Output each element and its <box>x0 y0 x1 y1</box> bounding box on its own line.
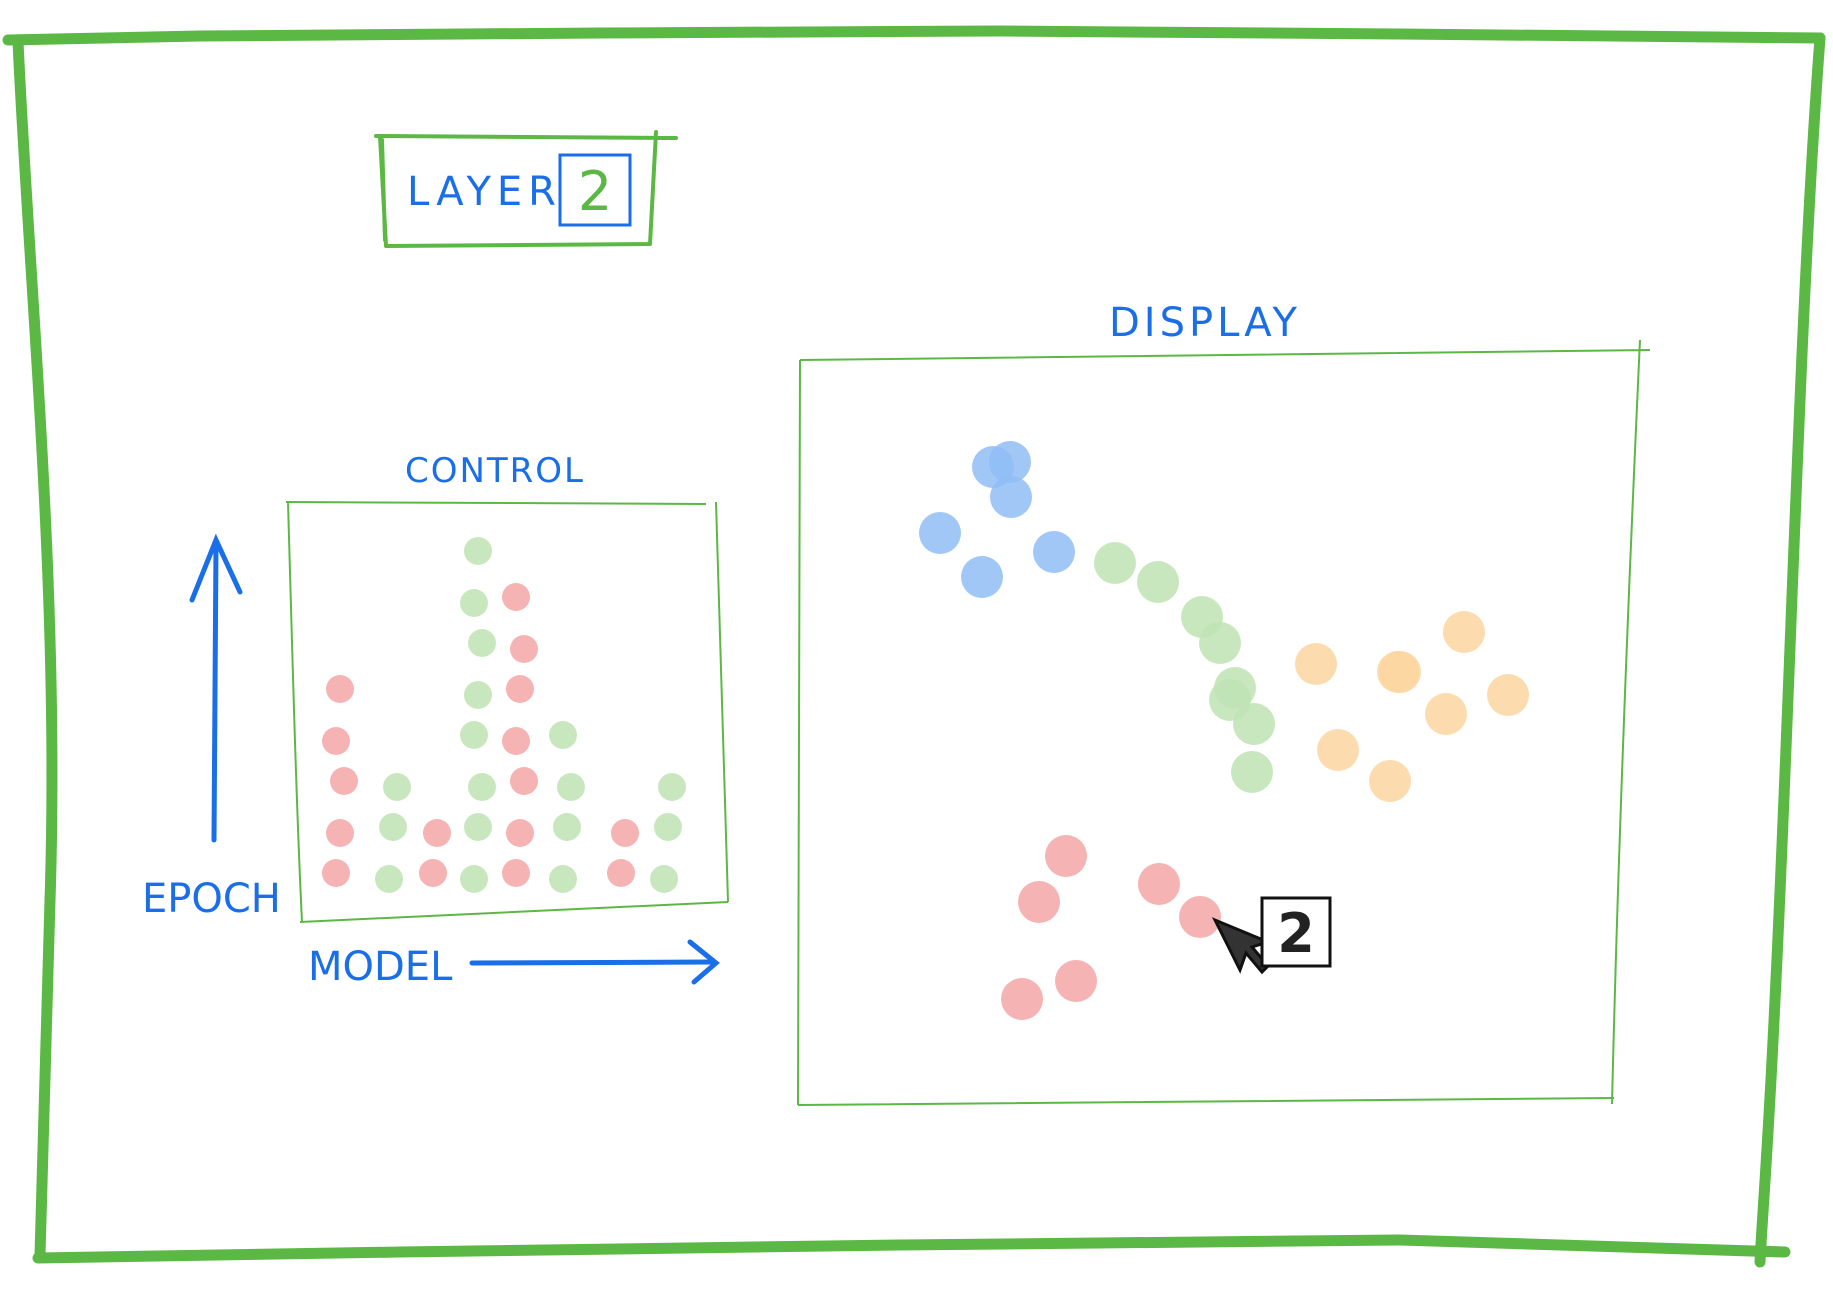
control-dot-green <box>553 813 581 841</box>
display-dot-green <box>1231 751 1273 793</box>
control-dot-green <box>557 773 585 801</box>
display-dot-orange <box>1443 611 1485 653</box>
display-dot-orange <box>1379 651 1421 693</box>
control-dot-red <box>322 727 350 755</box>
cursor-badge: 2 <box>1260 896 1332 968</box>
control-dot-red <box>502 859 530 887</box>
display-dot-red <box>1001 978 1043 1020</box>
cursor-icon <box>1211 917 1273 975</box>
display-dot-blue <box>989 441 1031 483</box>
layer-label: LAYER <box>407 169 562 215</box>
control-dot-green <box>464 537 492 565</box>
display-dot-orange <box>1295 643 1337 685</box>
outer-frame <box>2 25 1826 1268</box>
control-dot-green <box>379 813 407 841</box>
control-dot-green <box>549 865 577 893</box>
control-dot-red <box>330 767 358 795</box>
layer-number: 2 <box>578 160 612 223</box>
control-dot-green <box>650 865 678 893</box>
layer-indicator[interactable]: LAYER 2 <box>374 130 678 248</box>
control-dot-red <box>423 819 451 847</box>
epoch-arrow <box>189 533 243 843</box>
display-dot-red <box>1055 960 1097 1002</box>
control-dot-red <box>502 583 530 611</box>
control-dots <box>322 537 686 893</box>
control-dot-green <box>464 813 492 841</box>
display-dot-orange <box>1425 693 1467 735</box>
layer-number-box[interactable] <box>558 153 632 227</box>
control-dot-red <box>611 819 639 847</box>
control-dot-red <box>607 859 635 887</box>
display-dot-orange <box>1487 674 1529 716</box>
control-dot-green <box>464 681 492 709</box>
display-dot-blue <box>961 556 1003 598</box>
display-dot-green <box>1199 622 1241 664</box>
control-dot-red <box>510 767 538 795</box>
display-panel: DISPLAY 2 <box>797 300 1651 1106</box>
display-dot-blue <box>1033 531 1075 573</box>
control-dot-red <box>322 859 350 887</box>
display-dot-green <box>1209 679 1251 721</box>
model-axis-label: MODEL <box>308 944 453 990</box>
display-dot-blue <box>990 476 1032 518</box>
control-dot-red <box>419 859 447 887</box>
control-dot-green <box>658 773 686 801</box>
control-dot-green <box>383 773 411 801</box>
control-dot-red <box>502 727 530 755</box>
control-dot-red <box>326 819 354 847</box>
control-dot-green <box>375 865 403 893</box>
control-dot-green <box>468 773 496 801</box>
display-dot-red <box>1018 881 1060 923</box>
display-dot-orange <box>1369 760 1411 802</box>
display-dot-green <box>1137 561 1179 603</box>
control-dot-red <box>506 675 534 703</box>
model-arrow <box>469 939 720 985</box>
display-dot-orange <box>1317 729 1359 771</box>
control-title: CONTROL <box>405 451 585 491</box>
control-dot-green <box>468 629 496 657</box>
display-dot-red <box>1045 835 1087 877</box>
control-dot-green <box>460 589 488 617</box>
control-dot-green <box>549 721 577 749</box>
control-dot-red <box>510 635 538 663</box>
control-dot-green <box>460 721 488 749</box>
cursor-badge-number: 2 <box>1277 902 1315 965</box>
display-title: DISPLAY <box>1109 300 1301 346</box>
control-panel: CONTROL EPOCH MODEL <box>142 451 729 990</box>
display-dot-red <box>1179 896 1221 938</box>
display-dot-red <box>1138 863 1180 905</box>
control-dot-red <box>506 819 534 847</box>
control-dot-red <box>326 675 354 703</box>
control-dot-green <box>654 813 682 841</box>
display-dots[interactable] <box>919 441 1529 1020</box>
display-dot-blue <box>919 512 961 554</box>
display-dot-green <box>1094 542 1136 584</box>
control-dot-green <box>460 865 488 893</box>
epoch-axis-label: EPOCH <box>142 876 281 922</box>
